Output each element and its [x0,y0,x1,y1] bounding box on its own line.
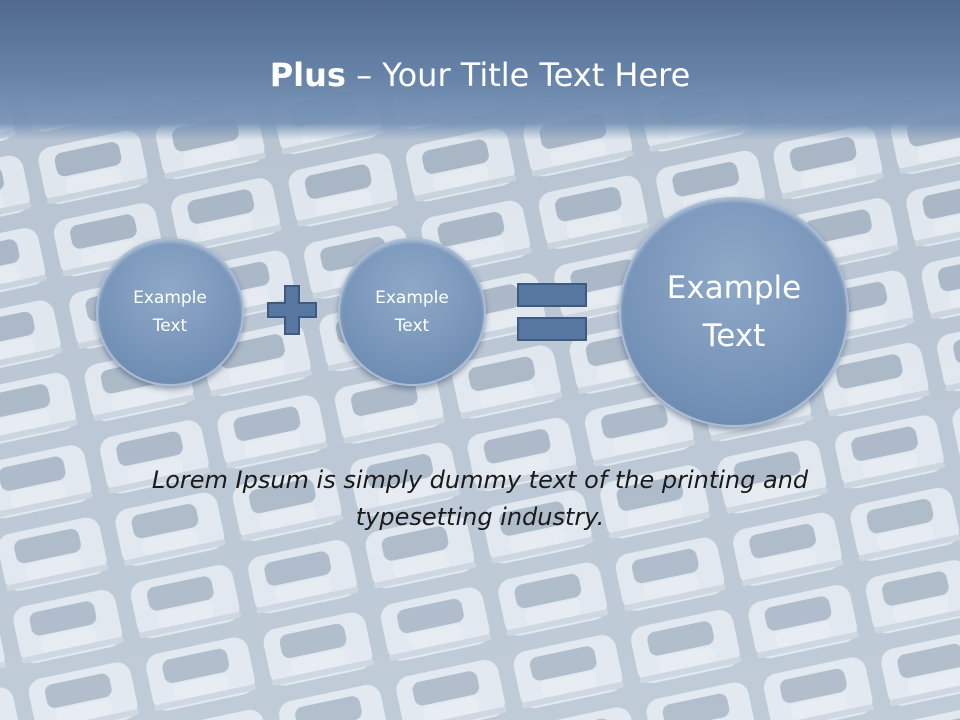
result-circle: Example Text [619,197,849,427]
body-text: Lorem Ipsum is simply dummy text of the … [151,466,809,531]
slide-title: Plus – Your Title Text Here [0,52,960,98]
circle-1-text: Example Text [133,288,207,336]
plus-icon [267,285,317,335]
title-rest: – Your Title Text Here [345,56,691,94]
equals-icon [517,283,587,341]
title-band [0,0,960,140]
example-circle-1: Example Text [96,238,244,386]
result-circle-text: Example Text [666,270,802,354]
circle-2-text: Example Text [375,288,449,336]
example-circle-2: Example Text [338,238,486,386]
title-bold-word: Plus [269,56,346,94]
